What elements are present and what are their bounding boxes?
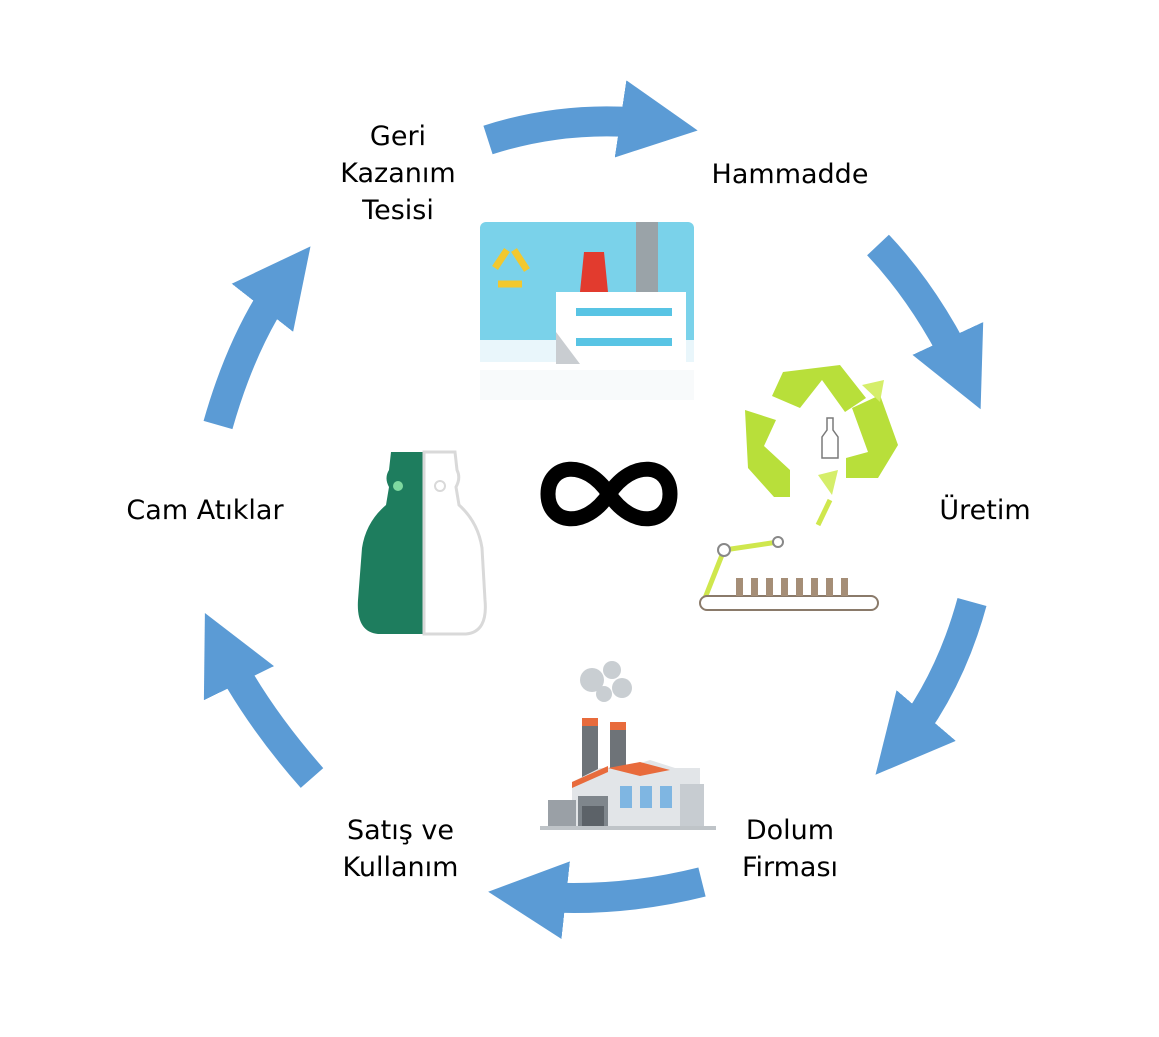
stage-label-dolum-firmasi: Dolum Firması xyxy=(741,815,839,883)
factory-illustration xyxy=(540,661,716,830)
arrow-dolum-to-satis xyxy=(488,861,706,939)
glass-bottle-illustration xyxy=(357,450,487,636)
stage-label-cam-atiklar: Cam Atıklar xyxy=(126,495,284,526)
infinity-icon xyxy=(540,461,678,527)
stage-label-geri-kazanim-tesisi: Geri Kazanım Tesisi xyxy=(340,121,456,226)
recycle-bottle-conveyor-illustration xyxy=(699,365,898,611)
arrow-geri-to-hammadde xyxy=(483,80,698,158)
arrow-cam-to-geri xyxy=(203,246,311,430)
stage-label-uretim: Üretim xyxy=(939,495,1031,526)
stage-label-hammadde: Hammadde xyxy=(711,159,869,190)
recycle-symbol-icon xyxy=(492,248,530,288)
arrow-uretim-to-dolum xyxy=(875,598,987,775)
arrow-satis-to-cam xyxy=(203,613,324,788)
stage-label-satis-ve-kullanim: Satış ve Kullanım xyxy=(342,815,459,883)
recycling-facility-illustration xyxy=(480,222,694,400)
arrow-hammadde-to-uretim xyxy=(867,234,984,410)
